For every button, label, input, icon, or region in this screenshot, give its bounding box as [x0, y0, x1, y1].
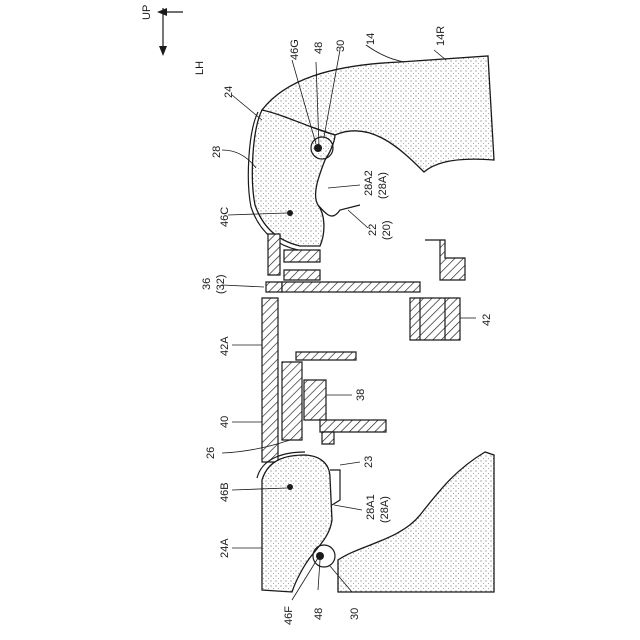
- label-42A: 42A: [219, 336, 231, 356]
- leader-48-bottom: [318, 560, 320, 590]
- rib-upper-b: [284, 250, 320, 262]
- bracket-38: [304, 380, 326, 420]
- hole-46C: [287, 210, 293, 216]
- leader-14R: [434, 50, 446, 60]
- label-46B: 46B: [219, 482, 231, 502]
- bracket-top: [296, 352, 356, 360]
- panel-40: [262, 298, 278, 462]
- label-28A2-sub: (28A): [377, 172, 389, 199]
- label-22: 22: [367, 224, 379, 236]
- trim-pad-upper: [252, 110, 335, 246]
- hole-46B: [287, 484, 293, 490]
- leader-28A2: [328, 185, 360, 188]
- label-46G: 46G: [289, 39, 301, 60]
- seat-cushion-lower: [338, 452, 494, 592]
- leader-23: [340, 462, 360, 465]
- up-arrowhead: [157, 8, 167, 16]
- label-42: 42: [481, 314, 493, 326]
- label-22-sub: (20): [381, 220, 393, 240]
- label-30-top: 30: [335, 40, 347, 52]
- leader-36: [222, 285, 264, 287]
- label-46F: 46F: [283, 606, 295, 625]
- label-26: 26: [205, 447, 217, 459]
- flange-28A2: [318, 205, 360, 216]
- rib-upper-c: [284, 270, 320, 280]
- leader-26: [222, 440, 290, 453]
- label-40: 40: [219, 416, 231, 428]
- label-48-top: 48: [313, 42, 325, 54]
- leader-28A1: [334, 505, 362, 510]
- orientation-indicator: UP LH: [141, 5, 206, 75]
- rib-upper-a: [268, 234, 280, 275]
- tab-38: [322, 432, 334, 444]
- bracket-26: [282, 362, 302, 440]
- label-48-bottom: 48: [313, 608, 325, 620]
- label-23: 23: [363, 456, 375, 468]
- label-28: 28: [211, 146, 223, 158]
- up-label: UP: [141, 5, 153, 20]
- leader-22: [348, 210, 368, 228]
- trim-pad-lower: [262, 455, 332, 592]
- label-36-sub: (32): [215, 274, 227, 294]
- part-42-upper: [425, 240, 465, 280]
- clip-48-upper: [314, 144, 322, 152]
- label-46C: 46C: [219, 207, 231, 227]
- lh-label: LH: [194, 61, 206, 75]
- label-28A2: 28A2: [363, 170, 375, 196]
- arm-38: [320, 420, 386, 432]
- label-36: 36: [201, 278, 213, 290]
- label-24: 24: [223, 86, 235, 98]
- label-28A1: 28A1: [365, 494, 377, 520]
- panel-32: [282, 282, 420, 292]
- clip-36: [266, 282, 282, 292]
- part-42-lower: [410, 298, 460, 340]
- leader-28: [222, 150, 256, 168]
- leader-14: [366, 45, 405, 62]
- leader-24: [232, 95, 262, 120]
- label-28A1-sub: (28A): [379, 496, 391, 523]
- label-14: 14: [365, 33, 377, 45]
- label-14R: 14R: [435, 26, 447, 46]
- label-38: 38: [355, 389, 367, 401]
- lh-arrowhead: [159, 46, 167, 56]
- label-24A: 24A: [219, 538, 231, 558]
- label-30-bottom: 30: [349, 608, 361, 620]
